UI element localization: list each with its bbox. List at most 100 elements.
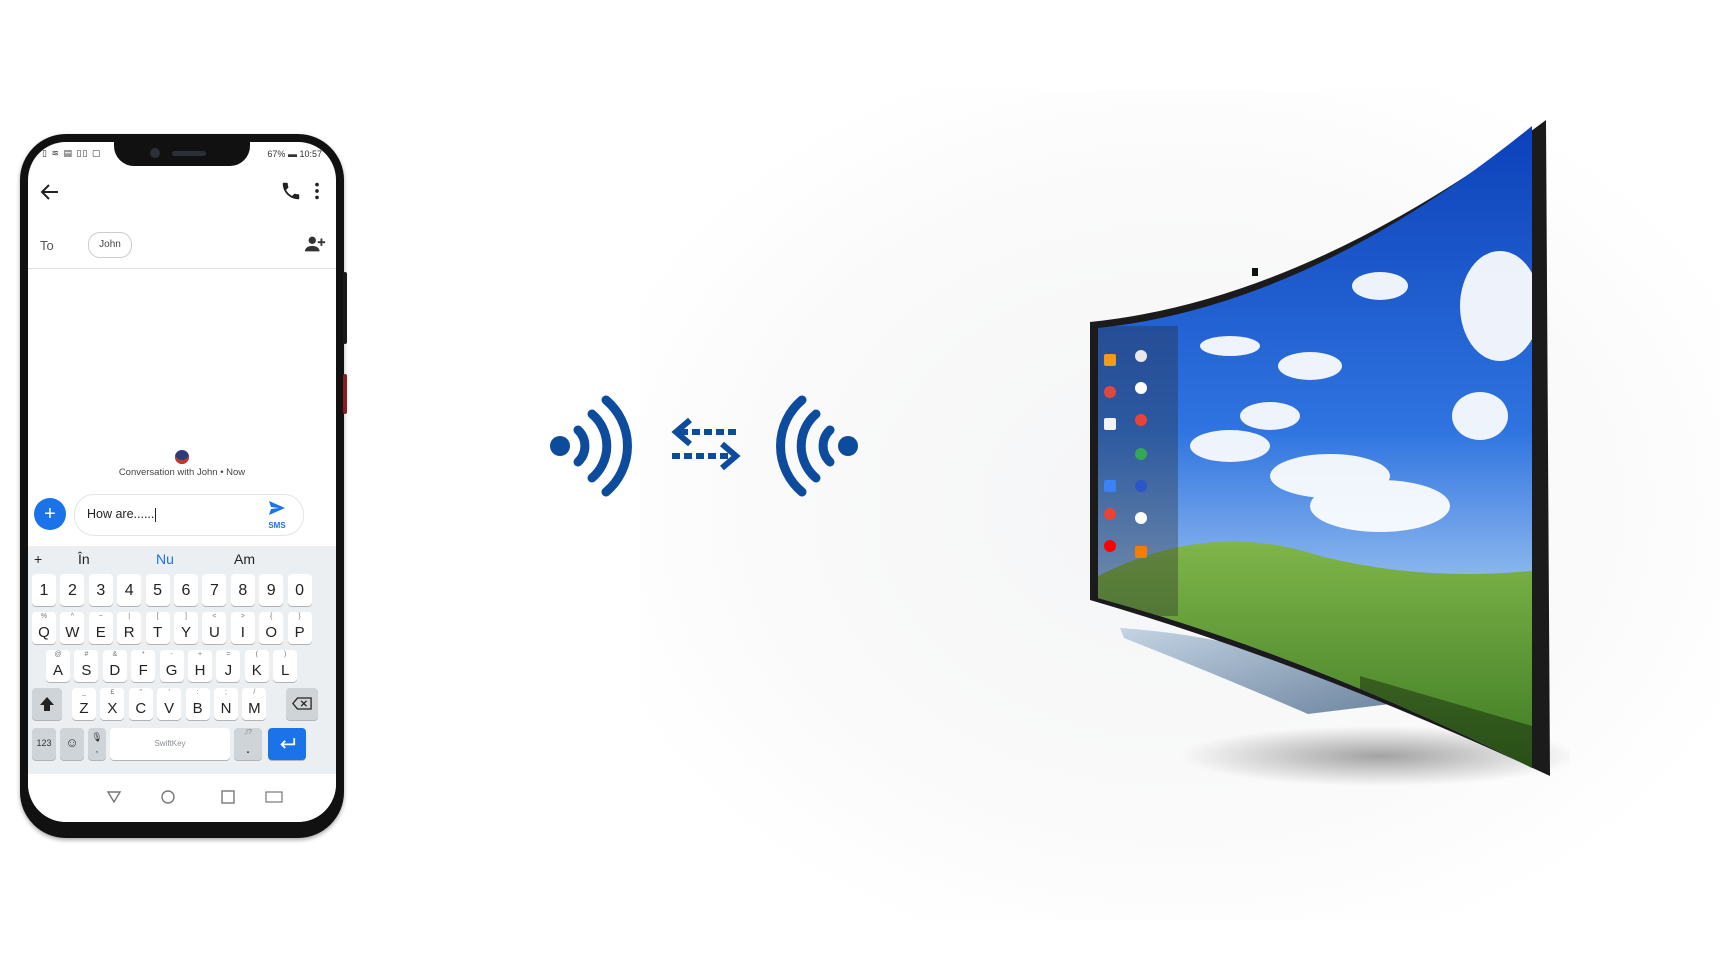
period-label: . — [245, 740, 251, 757]
send-icon — [269, 501, 285, 515]
nav-keyboard-icon[interactable] — [265, 791, 283, 803]
key-b[interactable]: :B — [185, 688, 210, 720]
key-f[interactable]: *F — [131, 650, 156, 682]
key-z[interactable]: _Z — [72, 688, 96, 720]
key-y[interactable]: ]Y — [174, 612, 198, 644]
key-4[interactable]: 4 — [117, 574, 142, 606]
key-w[interactable]: ^W — [60, 612, 85, 644]
key-q[interactable]: %Q — [32, 612, 56, 644]
key-m[interactable]: /M — [242, 688, 267, 720]
key-v[interactable]: 'V — [157, 688, 182, 720]
key-t[interactable]: [T — [145, 612, 170, 644]
key-7[interactable]: 7 — [202, 574, 227, 606]
key-9[interactable]: 9 — [259, 574, 284, 606]
nav-home-icon[interactable] — [161, 790, 175, 804]
key-8[interactable]: 8 — [230, 574, 255, 606]
key-g[interactable]: -G — [159, 650, 184, 682]
key-j[interactable]: =J — [216, 650, 241, 682]
enter-key[interactable] — [268, 728, 306, 760]
key-0[interactable]: 0 — [287, 574, 312, 606]
key-r[interactable]: |R — [117, 612, 142, 644]
key-p[interactable]: }P — [287, 612, 312, 644]
more-vert-icon[interactable] — [306, 180, 328, 202]
shift-key[interactable] — [32, 688, 62, 720]
shift-icon — [40, 697, 54, 711]
phone-call-icon[interactable] — [280, 180, 302, 202]
nav-bar — [28, 774, 336, 822]
key-label: Q — [38, 624, 50, 641]
app-icon-maps[interactable] — [1135, 448, 1147, 460]
key-e[interactable]: ~E — [88, 612, 113, 644]
app-icon-duo[interactable] — [1135, 480, 1147, 492]
back-arrow-icon[interactable] — [38, 180, 62, 204]
key-1[interactable]: 1 — [32, 574, 56, 606]
key-s[interactable]: #S — [74, 650, 99, 682]
mic-key[interactable]: 🎙︎, — [88, 728, 106, 760]
app-icon-music[interactable] — [1135, 546, 1147, 558]
app-icon-google[interactable] — [1135, 512, 1147, 524]
key-h[interactable]: +H — [188, 650, 212, 682]
key-n[interactable]: ;N — [214, 688, 238, 720]
emoji-key[interactable]: ☺ — [60, 728, 84, 760]
key-5[interactable]: 5 — [145, 574, 170, 606]
key-label: 8 — [238, 582, 248, 599]
key-l[interactable]: )L — [273, 650, 298, 682]
key-a[interactable]: @A — [46, 650, 70, 682]
battery-percent: 67% — [267, 149, 286, 159]
compose-bar: + How are...... SMS — [28, 492, 336, 540]
key-label: 3 — [96, 582, 106, 599]
key-alt-label: { — [270, 613, 273, 620]
send-button[interactable]: SMS — [265, 499, 289, 533]
space-key[interactable]: SwiftKey — [110, 728, 230, 760]
enter-icon — [280, 738, 296, 749]
suggestion-1[interactable]: În — [78, 551, 90, 567]
key-label: X — [107, 700, 118, 717]
suggestion-3[interactable]: Am — [234, 551, 255, 567]
recipient-chip[interactable]: John — [88, 232, 132, 258]
key-alt-label: - — [170, 651, 173, 658]
suggestion-2[interactable]: Nu — [156, 551, 174, 567]
attach-plus-button[interactable]: + — [34, 498, 66, 530]
app-icon-drive[interactable] — [1135, 350, 1147, 362]
add-contact-icon[interactable] — [304, 234, 326, 254]
app-drawer-panel — [1098, 326, 1178, 616]
key-k[interactable]: (K — [244, 650, 269, 682]
backspace-key[interactable] — [286, 688, 318, 720]
key-3[interactable]: 3 — [88, 574, 113, 606]
key-u[interactable]: <U — [202, 612, 227, 644]
app-icon-youtube[interactable] — [1104, 540, 1116, 552]
key-d[interactable]: &D — [102, 650, 127, 682]
app-icon-chrome[interactable] — [1104, 386, 1116, 398]
app-icon-play[interactable] — [1135, 414, 1147, 426]
app-icon-store[interactable] — [1104, 480, 1116, 492]
key-x[interactable]: £X — [100, 688, 125, 720]
app-icon-files[interactable] — [1104, 354, 1116, 366]
message-input[interactable]: How are...... SMS — [74, 494, 304, 536]
key-label: 5 — [153, 582, 163, 599]
key-alt-label: < — [212, 613, 217, 620]
app-icon-docs[interactable] — [1104, 418, 1116, 430]
period-key[interactable]: ,!? . — [234, 728, 262, 760]
key-label: 2 — [67, 582, 77, 599]
suggestion-plus[interactable]: + — [34, 551, 43, 567]
key-label: T — [153, 624, 163, 641]
app-bar — [28, 172, 336, 212]
nav-back-icon[interactable] — [106, 791, 122, 804]
key-c[interactable]: "C — [128, 688, 153, 720]
key-label: H — [194, 662, 206, 679]
key-alt-label: > — [240, 613, 245, 620]
to-label: To — [40, 238, 54, 253]
key-6[interactable]: 6 — [174, 574, 198, 606]
app-icon-photos[interactable] — [1104, 508, 1116, 520]
nav-recents-icon[interactable] — [221, 790, 235, 804]
mode-123-key[interactable]: 123 — [32, 728, 56, 760]
key-2[interactable]: 2 — [60, 574, 85, 606]
key-label: 4 — [124, 582, 134, 599]
message-text: How are...... — [87, 507, 155, 521]
app-icon-gmail[interactable] — [1135, 382, 1147, 394]
key-label: J — [224, 662, 233, 679]
key-o[interactable]: {O — [259, 612, 284, 644]
contact-avatar — [175, 450, 189, 464]
key-i[interactable]: >I — [230, 612, 255, 644]
